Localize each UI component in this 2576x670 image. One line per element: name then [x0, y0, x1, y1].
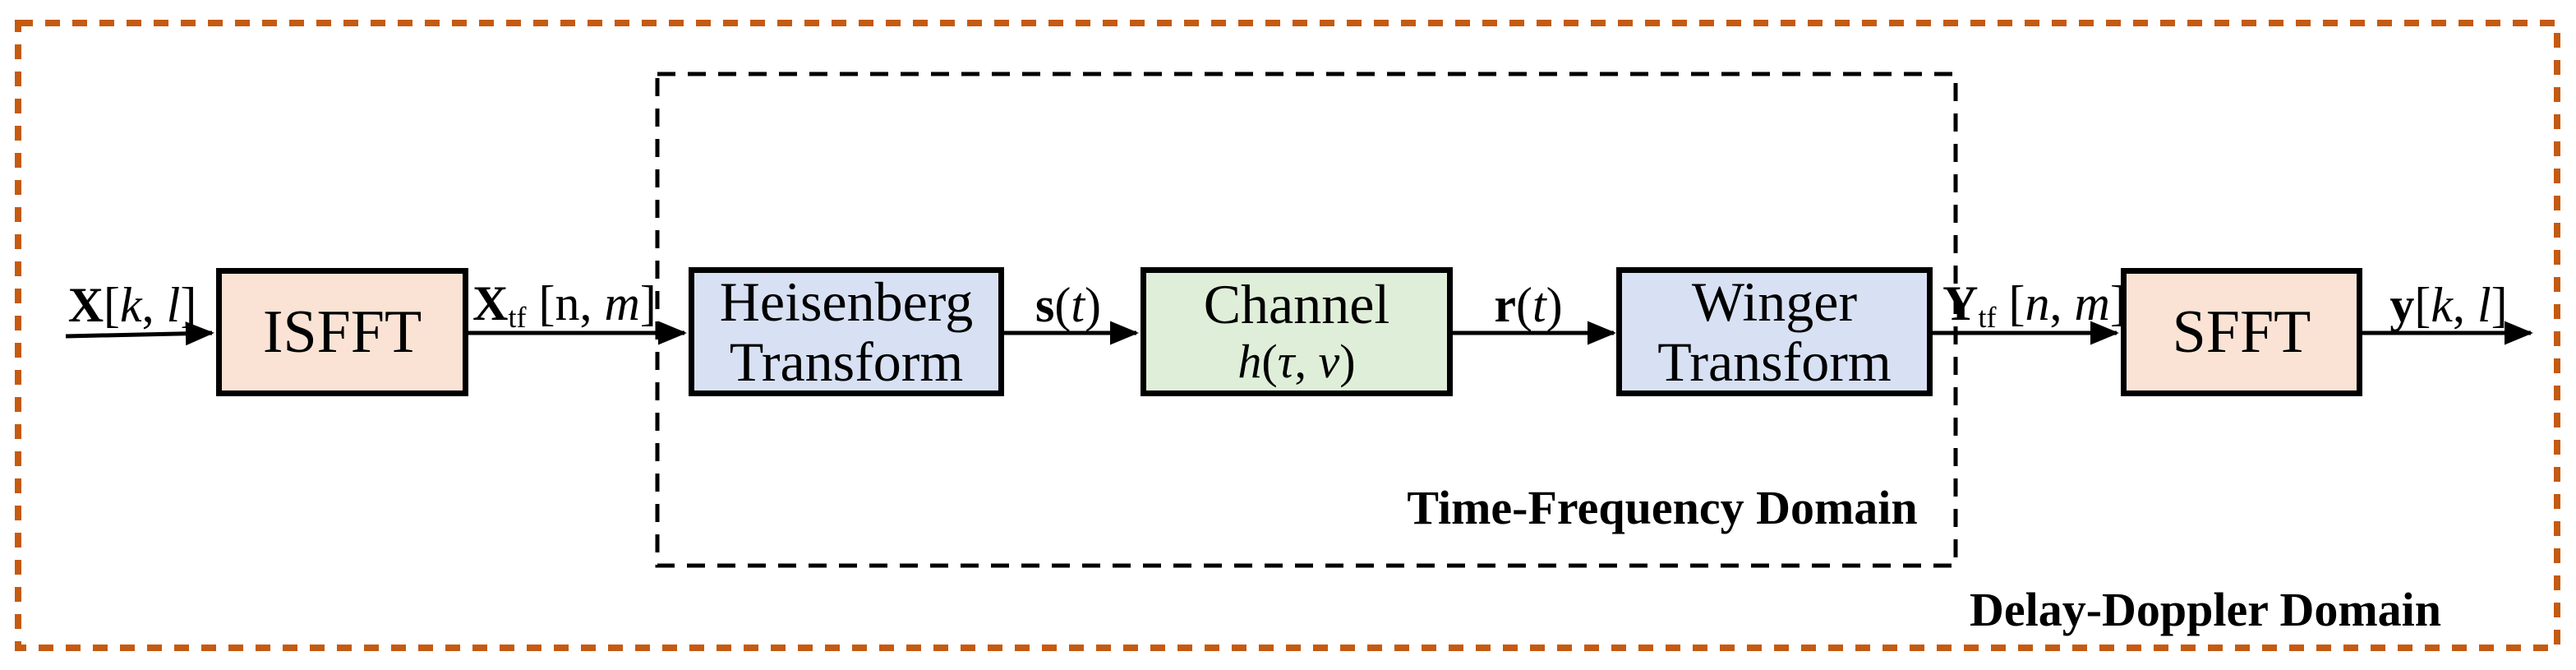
- block-winger-transform: Winger Transform: [1616, 267, 1933, 396]
- block-channel-line1: Channel: [1203, 273, 1390, 335]
- signal-label-s-t: s(t): [1035, 278, 1101, 332]
- block-isfft-label: ISFFT: [262, 298, 422, 366]
- delay-doppler-domain-border: [15, 20, 2560, 651]
- block-sfft-label: SFFT: [2172, 298, 2311, 366]
- block-sfft: SFFT: [2121, 268, 2362, 396]
- block-winger-line2: Transform: [1657, 330, 1892, 393]
- block-heisenberg-line1: Heisenberg: [719, 270, 974, 333]
- time-frequency-domain-border: [655, 72, 1958, 568]
- block-channel-impulse-response: h(τ, ν): [1237, 335, 1356, 388]
- block-winger-line1: Winger: [1691, 270, 1858, 333]
- signal-label-y-tf: Ytf [n, m]: [1942, 276, 2127, 334]
- block-channel: Channel h(τ, ν): [1141, 267, 1453, 396]
- time-frequency-domain-label: Time-Frequency Domain: [1407, 481, 1918, 534]
- block-isfft: ISFFT: [216, 268, 468, 396]
- delay-doppler-domain-label: Delay-Doppler Domain: [1969, 583, 2442, 636]
- block-heisenberg-line2: Transform: [729, 330, 964, 393]
- signal-label-y-output: y[k, l]: [2389, 278, 2508, 332]
- signal-label-r-t: r(t): [1494, 278, 1563, 332]
- block-heisenberg-transform: Heisenberg Transform: [689, 267, 1004, 396]
- arrow-input-to-isfft: [65, 321, 214, 346]
- signal-label-x-tf: Xtf [n, m]: [472, 276, 657, 334]
- signal-label-x-input: X[k, l]: [67, 278, 197, 332]
